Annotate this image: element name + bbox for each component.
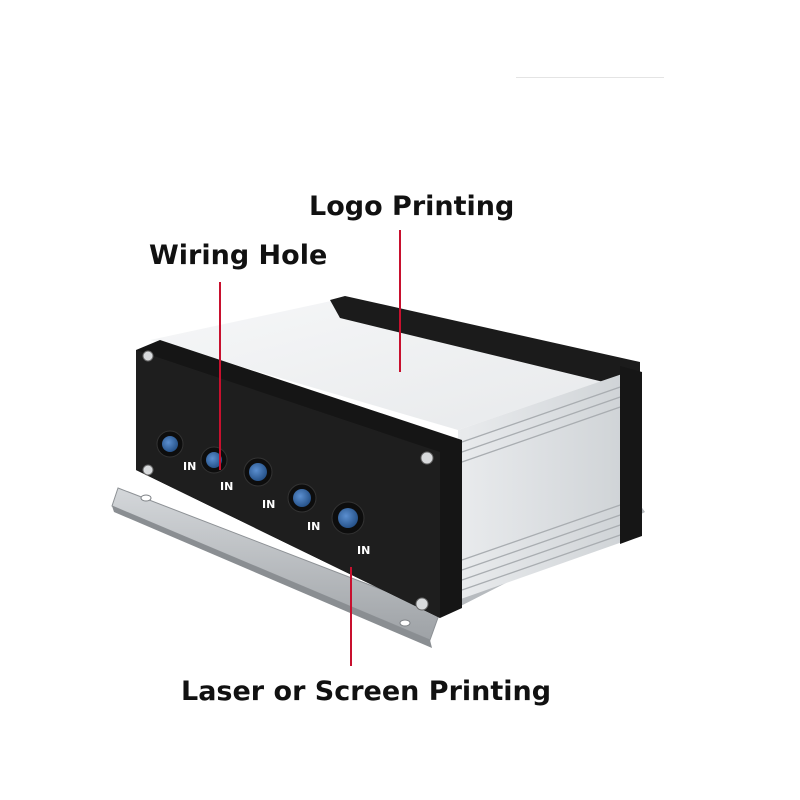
port-label: IN	[307, 520, 320, 533]
port-label: IN	[357, 544, 370, 557]
side-ribs	[461, 384, 627, 591]
logo-printing-label: Logo Printing	[309, 191, 515, 222]
corner-screw-icon	[142, 350, 434, 611]
pointer-lines	[219, 230, 401, 666]
connector-icon	[156, 430, 184, 458]
port-label: IN	[262, 498, 275, 511]
connector-icon	[243, 457, 273, 487]
connector-icon	[287, 483, 317, 513]
laser-printing-label: Laser or Screen Printing	[181, 676, 552, 707]
connector-icon	[331, 501, 365, 535]
front-end-cap: IN IN IN IN IN	[136, 340, 462, 618]
port-label: IN	[183, 460, 196, 473]
connector-icon	[200, 446, 228, 474]
wiring-hole-connectors	[156, 430, 365, 535]
top-divider-line	[516, 77, 664, 78]
port-label: IN	[220, 480, 233, 493]
wiring-hole-label: Wiring Hole	[149, 240, 328, 271]
enclosure-body	[150, 296, 642, 600]
